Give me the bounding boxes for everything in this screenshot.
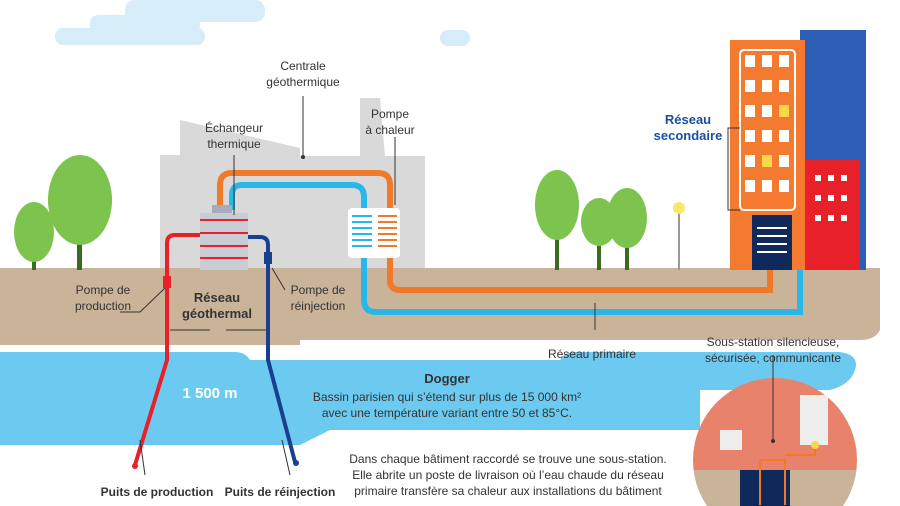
label-pompe-reinjection-1: Pompe de [291, 283, 346, 297]
label-depth: 1 500 m [182, 385, 237, 402]
label-reseau-primaire: Réseau primaire [548, 347, 636, 361]
trees [14, 155, 685, 270]
reinjection-well-pipe [248, 235, 297, 463]
label-pompe-chaleur-2: à chaleur [365, 123, 414, 137]
label-centrale-2: géothermique [266, 75, 340, 89]
heat-pump [348, 208, 400, 258]
label-reseau-secondaire-1: Réseau [665, 112, 711, 127]
label-centrale-1: Centrale [280, 59, 326, 73]
label-dogger-title: Dogger [424, 371, 470, 386]
label-reseau-geothermal-1: Réseau [194, 290, 240, 305]
substation-detail [693, 378, 857, 506]
clouds [55, 0, 470, 46]
label-echangeur-2: thermique [207, 137, 261, 151]
label-substation-text-2: Elle abrite un poste de livraison où l’e… [352, 468, 664, 482]
label-dogger-line-1: Bassin parisien qui s’étend sur plus de … [313, 390, 581, 404]
label-pompe-production-2: production [75, 299, 131, 313]
label-substation-text-3: primaire transfère sa chaleur aux instal… [354, 484, 662, 498]
label-sous-station-2: sécurisée, communicante [705, 351, 841, 365]
label-pompe-reinjection-2: réinjection [291, 299, 346, 313]
buildings [730, 30, 866, 270]
ground-layer [0, 268, 880, 345]
label-sous-station-1: Sous-station silencieuse, [707, 335, 840, 349]
hot-pipe [217, 170, 773, 293]
label-puits-reinjection: Puits de réinjection [225, 485, 336, 499]
leader-lines [120, 96, 775, 476]
heat-exchanger [200, 205, 248, 270]
label-pompe-chaleur-1: Pompe [371, 107, 409, 121]
label-dogger-line-2: avec une température variant entre 50 et… [322, 406, 572, 420]
aquifer-layer [0, 352, 856, 445]
label-reseau-secondaire-2: secondaire [654, 128, 723, 143]
label-reseau-geothermal-2: géothermal [182, 306, 252, 321]
label-substation-text-1: Dans chaque bâtiment raccordé se trouve … [349, 452, 667, 466]
label-puits-production: Puits de production [101, 485, 214, 499]
production-well-pipe [133, 233, 200, 466]
label-echangeur-1: Échangeur [205, 120, 263, 135]
label-pompe-production-1: Pompe de [76, 283, 131, 297]
